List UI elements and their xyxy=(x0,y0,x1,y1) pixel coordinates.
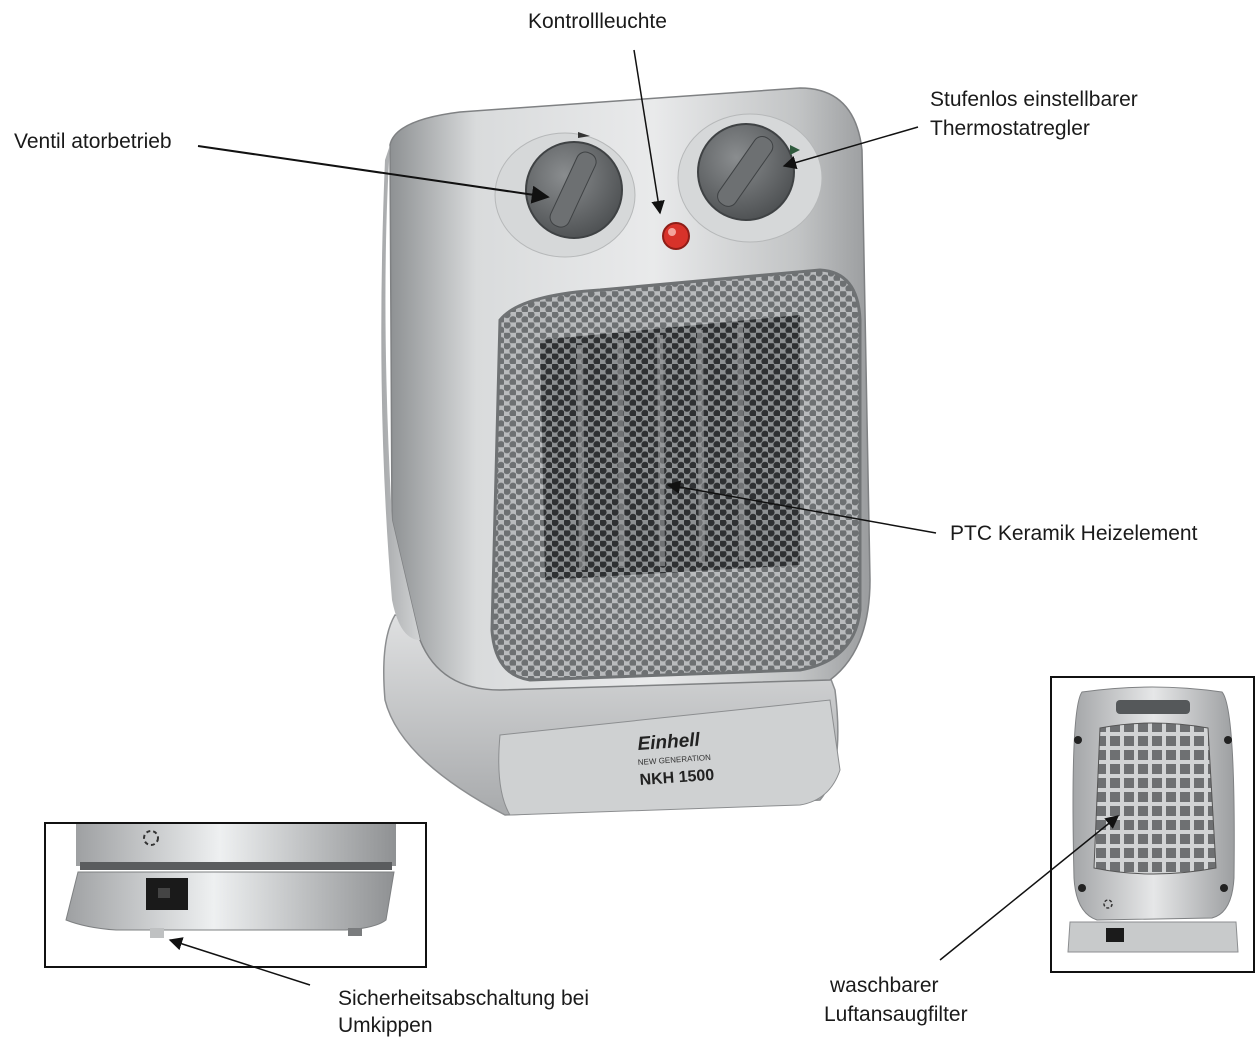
heater-grille xyxy=(490,268,862,682)
fan-mode-knob[interactable] xyxy=(525,141,623,239)
label-filter-line2: Luftansaugfilter xyxy=(824,1003,968,1026)
tipover-detail-image xyxy=(65,824,396,938)
label-thermostat-line2: Thermostatregler xyxy=(930,117,1090,140)
model-number: NKH 1500 xyxy=(639,767,715,789)
knob-marker-icon xyxy=(790,145,800,155)
callout-ventilator xyxy=(197,145,550,204)
brand-logo: Einhell xyxy=(637,730,701,755)
callout-kontrollleuchte xyxy=(633,49,665,215)
label-sicherheit-line1: Sicherheitsabschaltung bei xyxy=(338,987,589,1010)
label-kontrollleuchte: Kontrollleuchte xyxy=(528,10,667,33)
label-ventilatorbetrieb: Ventil atorbetrieb xyxy=(14,130,172,153)
power-switch-back xyxy=(1106,928,1124,942)
callout-ptc xyxy=(666,480,937,534)
label-ptc: PTC Keramik Heizelement xyxy=(950,522,1198,545)
air-intake-filter xyxy=(1093,722,1217,875)
label-filter-line1: waschbarer xyxy=(830,974,939,997)
inset-back-filter xyxy=(1050,676,1255,973)
filter-detail-image xyxy=(1067,686,1239,953)
callout-thermostat xyxy=(782,126,919,170)
inset-tipover-switch xyxy=(44,822,427,968)
indicator-lamp xyxy=(662,222,690,250)
label-sicherheit-line2: Umkippen xyxy=(338,1014,433,1037)
thermostat-knob[interactable] xyxy=(697,123,795,221)
sensor-icon xyxy=(143,830,159,846)
label-thermostat-line1: Stufenlos einstellbarer xyxy=(930,88,1138,111)
knob-marker-icon xyxy=(578,132,590,138)
